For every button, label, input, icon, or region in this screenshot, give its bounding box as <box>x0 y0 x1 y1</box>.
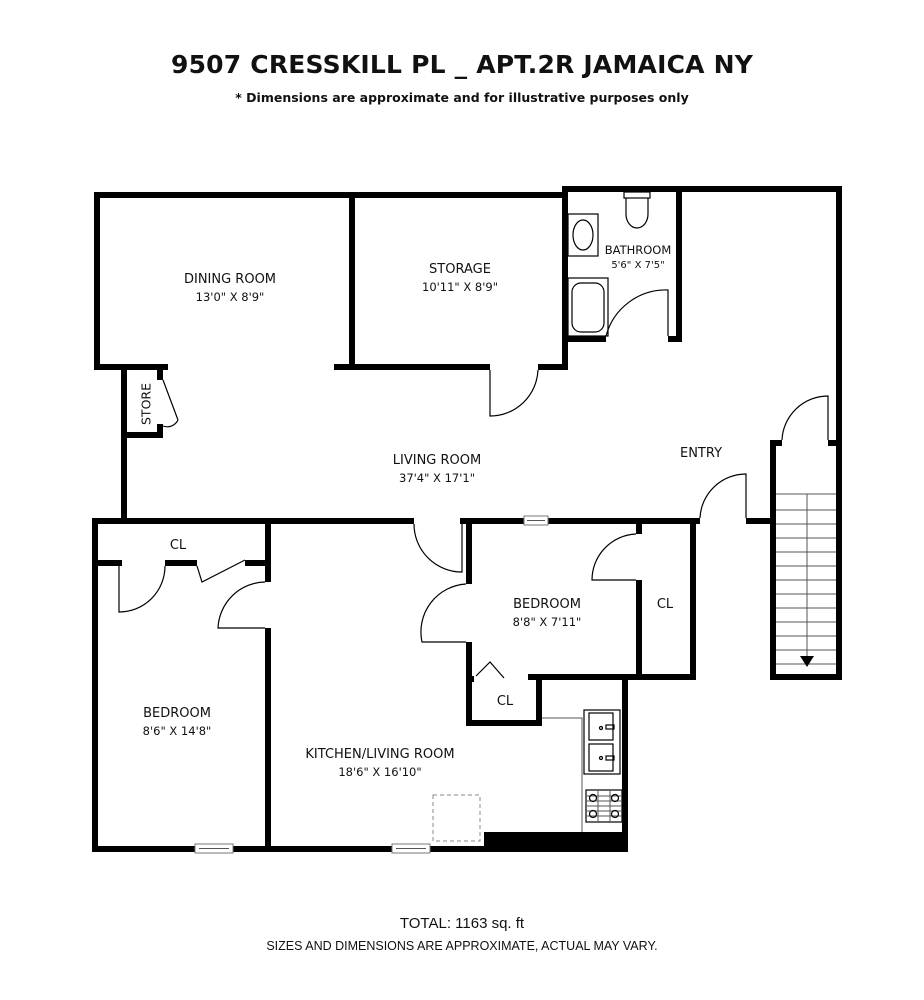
walls <box>92 186 842 852</box>
sink-counter-icon <box>567 213 599 257</box>
plan-title: 9507 CRESSKILL PL _ APT.2R JAMAICA NY <box>170 50 754 79</box>
bathtub-icon <box>567 277 609 337</box>
toilet-tank-icon <box>623 191 651 199</box>
room-label-closet-center-right: CL <box>657 597 674 612</box>
footer-disclaimer: SIZES AND DIMENSIONS ARE APPROXIMATE, AC… <box>266 939 658 953</box>
room-dims-bedroom-left: 8'6" X 14'8" <box>143 724 212 738</box>
room-label-kitchen-living: KITCHEN/LIVING ROOM <box>305 747 454 762</box>
doors <box>118 289 829 679</box>
stove-icon <box>585 789 623 823</box>
total-area: TOTAL: 1163 sq. ft <box>399 915 525 932</box>
kitchen-sink-icon <box>583 709 621 775</box>
room-label-bathroom: BATHROOM <box>605 243 672 257</box>
room-label-store: STORE <box>139 383 154 425</box>
room-label-closet-center-bottom: CL <box>497 694 514 709</box>
room-dims-storage: 10'11" X 8'9" <box>422 280 498 294</box>
room-dims-bathroom: 5'6" X 7'5" <box>611 260 664 271</box>
staircase-icon <box>776 493 836 667</box>
plan-subtitle: * Dimensions are approximate and for ill… <box>235 90 689 105</box>
stair-arrow-icon <box>800 656 814 667</box>
room-label-living-room: LIVING ROOM <box>393 453 481 468</box>
room-labels: DINING ROOM 13'0" X 8'9" STORAGE 10'11" … <box>139 243 723 779</box>
room-label-storage: STORAGE <box>429 262 491 277</box>
room-dims-living-room: 37'4" X 17'1" <box>399 471 475 485</box>
room-label-closet-left: CL <box>170 538 187 553</box>
room-dims-kitchen-living: 18'6" X 16'10" <box>338 765 421 779</box>
room-dims-dining-room: 13'0" X 8'9" <box>196 290 265 304</box>
room-label-bedroom-center: BEDROOM <box>513 597 581 612</box>
room-label-entry: ENTRY <box>680 446 722 461</box>
room-label-bedroom-left: BEDROOM <box>143 706 211 721</box>
sink-icon <box>572 219 594 251</box>
toilet-icon <box>625 198 649 229</box>
fixtures <box>194 191 836 854</box>
dashed-outline-icon <box>432 794 481 842</box>
room-label-dining-room: DINING ROOM <box>184 272 276 287</box>
room-dims-bedroom-center: 8'8" X 7'11" <box>513 615 582 629</box>
